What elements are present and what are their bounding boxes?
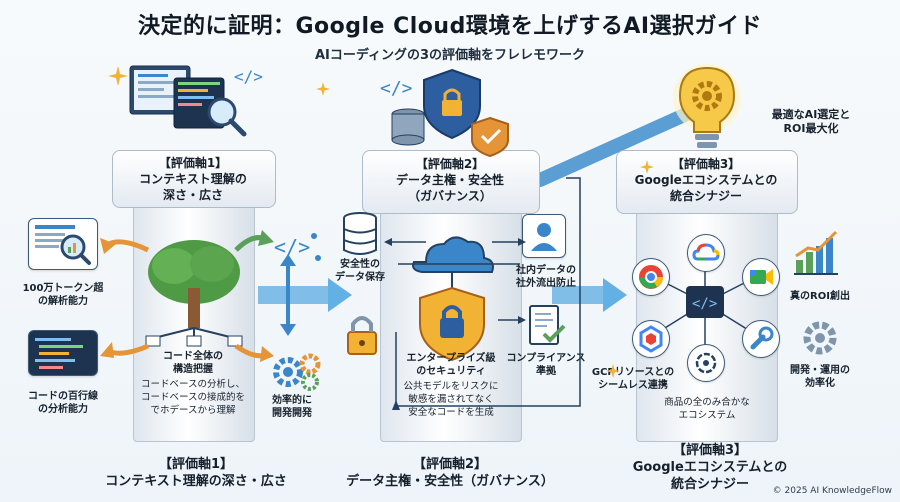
gcp-label: GCPリソースとの シームレス連携 bbox=[591, 367, 675, 391]
pillar-3-title: 【評価軸3】 Googleエコシステムとの 統合シナジー bbox=[634, 157, 778, 203]
wrench-tool-icon bbox=[742, 320, 780, 358]
leak-label: 社内データの 社外流出防止 bbox=[516, 265, 576, 289]
structure-desc: コードベースの分析し、 コードベースの接成的を でホデースから理解 bbox=[140, 379, 246, 416]
security-stack-icon: </> bbox=[380, 68, 509, 158]
padlock-icon bbox=[347, 316, 377, 355]
compliance-doc-icon bbox=[529, 305, 566, 345]
openai-icon bbox=[687, 344, 725, 382]
pillar-3-cap bbox=[616, 150, 798, 214]
database-icon bbox=[343, 212, 377, 255]
ops-label: 開発・運用の 効率化 bbox=[790, 365, 850, 389]
svg-text:</>: </> bbox=[234, 67, 263, 86]
code-monitor-icon: </> bbox=[129, 65, 263, 137]
page-title: 決定的に証明：Google Cloud環境を上げするAI選択ガイド bbox=[137, 14, 763, 39]
network-code-icon: </> bbox=[274, 233, 321, 261]
roi-chart-icon bbox=[794, 230, 838, 275]
roi-label: 真のROI創出 bbox=[790, 291, 850, 302]
sparkle-icon bbox=[108, 66, 128, 86]
meet-icon bbox=[742, 258, 780, 296]
pillar-1-cap bbox=[112, 150, 276, 208]
pillar-2-cap bbox=[362, 150, 540, 214]
compliance-label: コンプライアンス 準拠 bbox=[506, 353, 586, 377]
pillar-3-bottom-label: 【評価軸3】 Googleエコシステムとの 統合シナジー bbox=[632, 443, 788, 492]
enterprise-label: エンタープライズ級 のセキュリティ bbox=[406, 353, 496, 377]
sparkle-icon bbox=[316, 82, 330, 96]
gears-icon bbox=[273, 353, 321, 391]
page-subtitle: AIコーディングの3の評価軸をフレレモワーク bbox=[314, 48, 586, 63]
sparkle-icon bbox=[640, 160, 654, 174]
roi-top-label: 最適なAI選定と ROI最大化 bbox=[771, 108, 851, 135]
lightbulb-gear-icon bbox=[673, 64, 741, 148]
code-tree-icon bbox=[145, 240, 243, 347]
enterprise-desc: 公共モデルをリスクに 敏感を漏されてなく 安全なコードを生成 bbox=[403, 381, 499, 418]
google-cloud-icon bbox=[687, 234, 725, 272]
token-label: 100万トークン超 の解析能力 bbox=[22, 283, 104, 307]
efficiency-label: 効率的に 開発開発 bbox=[272, 395, 312, 419]
sparkle-icon bbox=[606, 364, 620, 378]
gcp-hexagon-icon bbox=[632, 320, 670, 358]
svg-text:</>: </> bbox=[380, 78, 413, 99]
lines-label: コードの百行線 の分析能力 bbox=[28, 391, 98, 415]
ops-gear-icon bbox=[803, 321, 837, 355]
pillar-1-title: 【評価軸1】 コンテキスト理解の 深さ・広さ bbox=[139, 156, 247, 202]
pillar-1-bottom-label: 【評価軸1】 コンテキスト理解の深さ・広さ bbox=[105, 457, 287, 489]
eco-label: 商品の全のみ合かな エコシステム bbox=[664, 397, 750, 421]
pillar-2-bottom-label: 【評価軸2】 データ主権・安全性（ガバナンス） bbox=[346, 457, 554, 489]
pillar-2-title: 【評価軸2】 データ主権・安全性 （ガバナンス） bbox=[395, 157, 504, 203]
chrome-icon bbox=[632, 258, 670, 296]
structure-label: コード全体の 構造把握 bbox=[163, 351, 223, 375]
token-analysis-icon bbox=[28, 218, 98, 270]
svg-text:</>: </> bbox=[692, 296, 717, 312]
svg-text:</>: </> bbox=[274, 235, 310, 259]
copyright-footer: © 2025 AI KnowledgeFlow bbox=[772, 486, 892, 496]
user-protect-icon bbox=[522, 214, 566, 258]
storage-label: 安全性の データ保存 bbox=[335, 259, 385, 283]
code-lines-icon bbox=[28, 330, 98, 376]
